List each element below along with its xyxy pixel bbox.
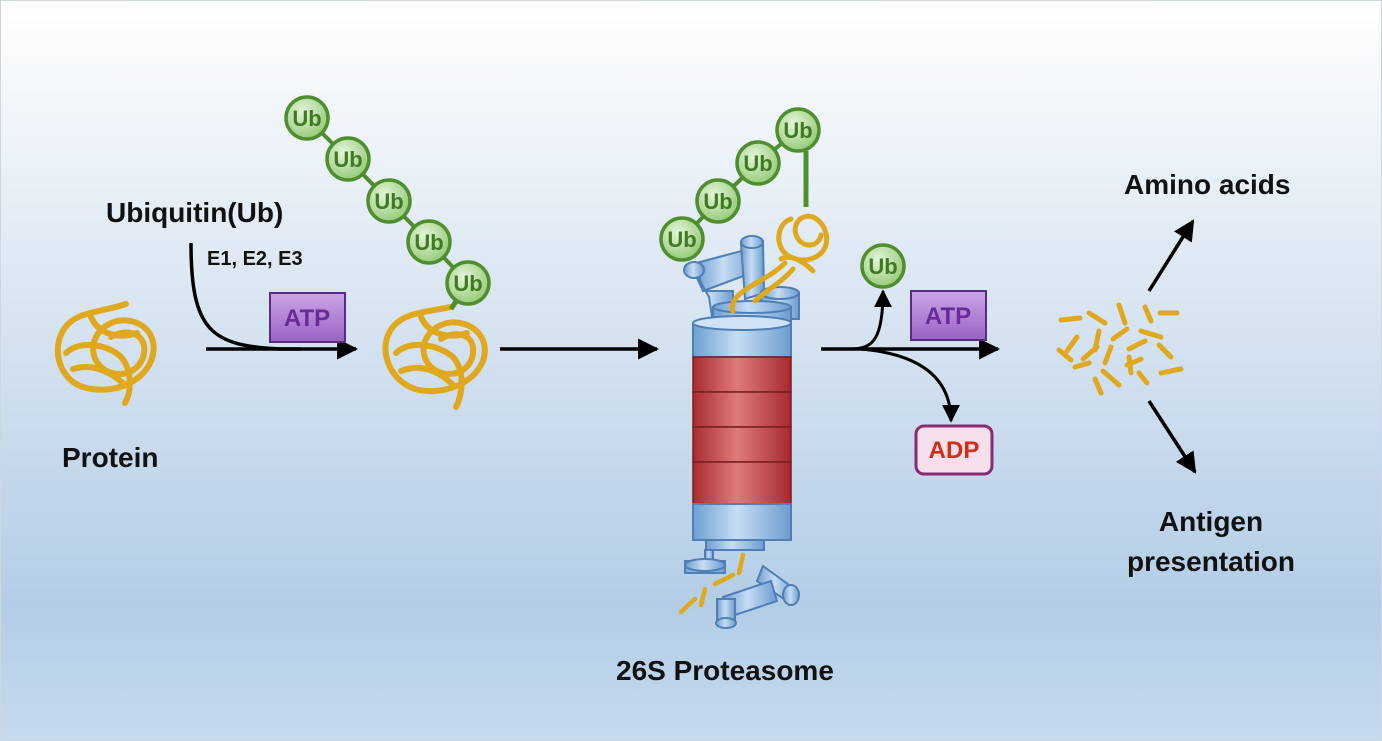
ub-circle-label-5: Ub: [453, 271, 482, 296]
adp-release-arrow: [860, 347, 960, 423]
ub-circle-1: [284, 95, 330, 141]
enzymes-label: E1, E2, E3: [207, 248, 303, 270]
antigen-label-line1: Antigen: [1158, 506, 1264, 537]
ub-circle-label-6: Ub: [667, 227, 696, 252]
ub-circle-label-10: Ub: [868, 254, 897, 279]
degradation-arrows: [821, 289, 1001, 423]
ub-circle-label-8: Ub: [743, 151, 772, 176]
ub-circle-3: [366, 178, 412, 224]
proteasome-top-cap: [683, 235, 800, 324]
amino-acids-label: Amino acids: [1124, 169, 1291, 200]
tagged-protein-icon: [382, 304, 488, 410]
ub-circle-5: [445, 260, 491, 306]
ub-circle-label-3: Ub: [374, 189, 403, 214]
peptide-fragments-icon: [1056, 302, 1184, 396]
ub-circle-label-4: Ub: [414, 230, 443, 255]
antigen-label-line2: presentation: [1126, 546, 1296, 577]
atp-badge-2-label: ATP: [925, 303, 971, 330]
ub-circle-label-9: Ub: [783, 118, 812, 143]
ub-circle-2: [325, 136, 371, 182]
to-amino-acids-arrow: [1147, 219, 1195, 292]
atp-badge-2: ATP: [910, 290, 987, 341]
ub-circle-label-2: Ub: [333, 147, 362, 172]
protein-icon: [54, 301, 157, 406]
atp-badge-1: ATP: [269, 292, 346, 343]
ub-circle-9: [775, 107, 821, 153]
ub-circle-7: [695, 178, 741, 224]
ub-circle-10: [860, 243, 906, 289]
proteasome-icon: [678, 235, 800, 629]
proteasome-bottom-cap: [684, 539, 800, 629]
antigen-presentation-label: Antigen presentation: [1111, 506, 1311, 578]
atp-badge-1-label: ATP: [284, 305, 330, 332]
exiting-fragments: [678, 552, 746, 615]
to-antigen-arrow: [1147, 400, 1197, 474]
proteasome-label: 26S Proteasome: [616, 655, 834, 686]
ubiquitin-label: Ubiquitin(Ub): [106, 197, 284, 228]
adp-badge: ADP: [914, 424, 994, 476]
ub-circle-4: [406, 219, 452, 265]
ub-circle-label-1: Ub: [292, 106, 321, 131]
adp-badge-label: ADP: [929, 437, 980, 464]
threaded-protein-icon: [729, 213, 830, 314]
protein-label: Protein: [62, 442, 159, 473]
ub-release-arrow: [850, 289, 892, 351]
ub-circle-label-7: Ub: [703, 189, 732, 214]
ub-circle-8: [735, 140, 781, 186]
ub-circle-6: [659, 216, 705, 262]
